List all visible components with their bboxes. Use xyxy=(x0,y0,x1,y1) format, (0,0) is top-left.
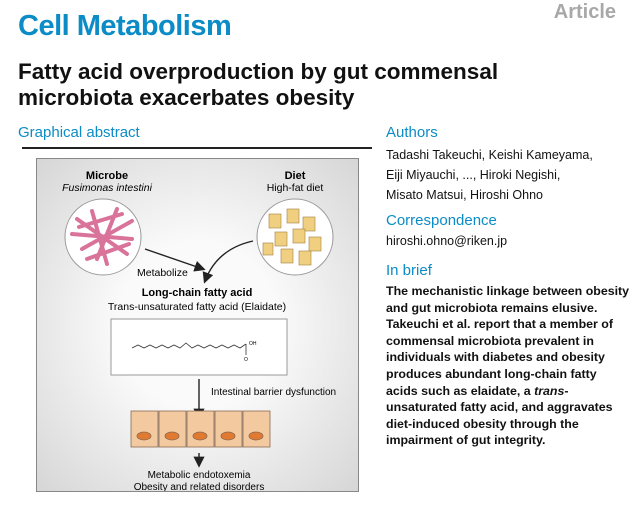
lcfa-sublabel: Trans-unsaturated fatty acid (Elaidate) xyxy=(108,301,286,313)
in-brief-italic: trans xyxy=(534,383,565,398)
paper-title: Fatty acid overproduction by gut commens… xyxy=(18,59,499,110)
oh-label: OH xyxy=(249,341,257,347)
graphical-abstract-figure: Microbe Fusimonas intestini Diet High-fa… xyxy=(22,147,372,505)
in-brief-text-2: -unsaturated fatty acid, and aggravates … xyxy=(386,383,613,448)
authors-line: Tadashi Takeuchi, Keishi Kameyama, xyxy=(386,148,593,162)
microbe-label: Microbe xyxy=(86,170,128,182)
intestinal-cells xyxy=(130,410,271,448)
correspondence-heading: Correspondence xyxy=(386,212,497,229)
authors-line: Eiji Miyauchi, ..., Hiroki Negishi, xyxy=(386,168,561,182)
o-label: O xyxy=(244,357,248,363)
barrier-label: Intestinal barrier dysfunction xyxy=(211,387,336,398)
microbe-name: Fusimonas intestini xyxy=(62,182,153,194)
lcfa-label: Long-chain fatty acid xyxy=(142,287,253,299)
figure-panel: Microbe Fusimonas intestini Diet High-fa… xyxy=(36,158,359,493)
graphical-abstract-heading: Graphical abstract xyxy=(18,124,140,141)
diet-arrow xyxy=(202,240,254,284)
article-type: Article xyxy=(553,1,616,23)
metabolize-label: Metabolize xyxy=(137,267,188,279)
in-brief-text: The mechanistic linkage between obesity … xyxy=(386,283,631,449)
elaidate-structure: OH O xyxy=(110,318,288,376)
diet-circle xyxy=(256,198,334,276)
diet-name: High-fat diet xyxy=(267,182,324,194)
microbe-circle xyxy=(64,198,142,276)
correspondence-email[interactable]: hiroshi.ohno@riken.jp xyxy=(386,234,508,248)
in-brief-text-1: The mechanistic linkage between obesity … xyxy=(386,284,630,398)
journal-name: Cell Metabolism xyxy=(18,10,232,42)
authors-list: Tadashi Takeuchi, Keishi Kameyama, Eiji … xyxy=(386,145,626,205)
metabolize-arrow xyxy=(144,248,206,272)
authors-heading: Authors xyxy=(386,124,438,141)
outcome-2: Obesity and related disorders xyxy=(134,482,265,491)
in-brief-heading: In brief xyxy=(386,262,432,279)
authors-line: Misato Matsui, Hiroshi Ohno xyxy=(386,188,544,202)
diet-label: Diet xyxy=(285,170,306,182)
outcome-1: Metabolic endotoxemia xyxy=(148,470,251,481)
